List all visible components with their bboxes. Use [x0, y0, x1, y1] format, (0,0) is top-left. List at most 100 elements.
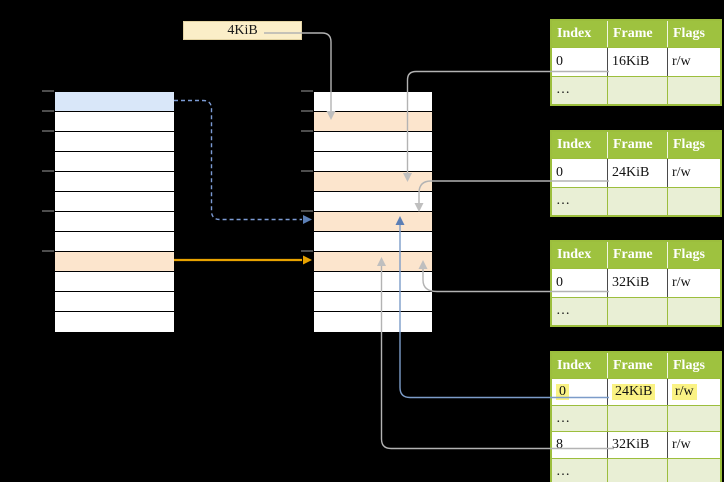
- middle-memory-column-row-4-white: [314, 152, 432, 172]
- middle-memory-column-row-6-white: [314, 192, 432, 212]
- page-table-4-row-2: …: [552, 404, 720, 432]
- page-table-2-cell-r2c2: [608, 187, 668, 215]
- left-memory-column-row-12-white: [55, 312, 174, 332]
- page-table-4-cell-r4c1: …: [552, 459, 608, 482]
- page-table-3-cell-r1c3: r/w: [668, 269, 720, 297]
- page-table-3-header-flags: Flags: [673, 247, 705, 262]
- page-table-4-value-r1c3: r/w: [672, 383, 697, 400]
- page-table-3-value-r1c3: r/w: [672, 274, 691, 290]
- left-memory-column-row-10-white: [55, 272, 174, 292]
- page-table-4-header-flags: Flags: [673, 357, 705, 373]
- page-table-2-row-1: 0 24KiB r/w: [552, 158, 720, 187]
- left-memory-column: [54, 91, 175, 333]
- page-table-4-row-4: …: [552, 458, 720, 482]
- page-table-4-cell-r2c1: …: [552, 405, 608, 432]
- middle-memory-column-tick: [301, 210, 313, 212]
- page-table-1-cell-r1c1: 0: [552, 48, 608, 76]
- page-table-2-row-2: …: [552, 186, 720, 216]
- middle-memory-column-row-9-peach: [314, 252, 432, 272]
- page-table-4-cell-r4c3: [668, 459, 720, 482]
- page-table-4-header-index: Index: [552, 353, 608, 378]
- page-table-4-value-r3c2: 32KiB: [612, 437, 650, 453]
- page-table-2-header-index: Index: [552, 132, 608, 158]
- orange-left-row9-to-mid-row9-arrowhead-icon: [303, 255, 312, 265]
- middle-memory-column-row-7-peach: [314, 212, 432, 232]
- left-memory-column-tick: [42, 250, 54, 252]
- left-memory-column-row-2-white: [55, 112, 174, 132]
- page-table-3-cell-r2c3: [668, 298, 720, 326]
- left-memory-column-tick: [42, 110, 54, 112]
- page-table-3-cell-r2c2: [608, 297, 668, 325]
- page-table-4-cell-r1c2: 24KiB: [608, 379, 668, 405]
- page-table-1-cell-r2c3: [668, 77, 720, 105]
- page-table-3-header-frame: Frame: [608, 242, 668, 268]
- left-memory-column-tick: [42, 170, 54, 172]
- left-memory-column-tick: [42, 90, 54, 92]
- page-table-2-value-r1c3: r/w: [672, 164, 691, 180]
- page-table-2-value-r1c2: 24KiB: [612, 164, 650, 180]
- middle-memory-column-tick: [301, 130, 313, 132]
- page-table-4-cell-r2c3: [668, 406, 720, 432]
- page-table-1-cell-r2c2: [608, 76, 668, 104]
- page-table-1-cell-r2c1: …: [552, 76, 608, 104]
- page-table-4-value-r1c1: 0: [556, 383, 569, 400]
- page-table-1-value-r1c3: r/w: [672, 53, 691, 69]
- left-memory-column-row-9-peach: [55, 252, 174, 272]
- page-table-2-cell-r2c3: [668, 188, 720, 216]
- middle-memory-column-row-8-white: [314, 232, 432, 252]
- page-table-3-value-r2c1: …: [556, 303, 570, 319]
- page-table-2-value-r1c1: 0: [556, 164, 563, 180]
- left-memory-column-row-1-blue: [55, 92, 174, 112]
- page-table-3-cell-r2c1: …: [552, 297, 608, 325]
- left-memory-column-row-3-white: [55, 132, 174, 152]
- page-table-4-value-r4c1: …: [556, 463, 570, 479]
- page-table-2-cell-r1c1: 0: [552, 159, 608, 187]
- page-size-label: 4KiB: [183, 21, 302, 40]
- page-table-2-value-r2c1: …: [556, 193, 570, 209]
- page-table-1-row-2: …: [552, 75, 720, 105]
- page-table-1-value-r2c1: …: [556, 82, 570, 98]
- left-memory-column-row-5-white: [55, 172, 174, 192]
- left-memory-column-row-7-white: [55, 212, 174, 232]
- left-memory-column-tick: [42, 130, 54, 132]
- middle-memory-column-row-3-white: [314, 132, 432, 152]
- page-table-4-cell-r4c2: [608, 459, 668, 482]
- page-table-3-cell-r1c1: 0: [552, 269, 608, 297]
- page-table-1-header-flags: Flags: [673, 26, 705, 41]
- page-table-4-cell-r2c2: [608, 405, 668, 432]
- page-table-1-cell-r1c3: r/w: [668, 48, 720, 76]
- left-memory-column-tick: [42, 210, 54, 212]
- middle-memory-column-row-1-white: [314, 92, 432, 112]
- middle-memory-column-row-5-peach: [314, 172, 432, 192]
- middle-memory-column-row-2-peach: [314, 112, 432, 132]
- blue-dashed-left-row1-to-mid-row7-arrowhead-icon: [303, 215, 312, 224]
- middle-memory-column-tick: [301, 90, 313, 92]
- page-size-label-text: 4KiB: [227, 22, 258, 38]
- middle-memory-column-tick: [301, 250, 313, 252]
- page-table-1-value-r1c2: 16KiB: [612, 53, 650, 69]
- page-table-3-value-r1c2: 32KiB: [612, 274, 650, 290]
- page-table-2-cell-r1c3: r/w: [668, 159, 720, 187]
- page-table-2-cell-r1c2: 24KiB: [608, 159, 668, 187]
- left-memory-column-row-4-white: [55, 152, 174, 172]
- middle-memory-column-row-12-white: [314, 312, 432, 332]
- middle-memory-column-tick: [301, 170, 313, 172]
- page-table-1-header-frame: Frame: [608, 21, 668, 47]
- page-table-4-cell-r1c1: 0: [552, 379, 608, 405]
- page-table-1-cell-r1c2: 16KiB: [608, 48, 668, 76]
- page-table-2-header-frame: Frame: [608, 132, 668, 158]
- page-table-4-cell-r1c3: r/w: [668, 379, 720, 405]
- page-table-3-header-index: Index: [552, 242, 608, 268]
- page-table-2-cell-r2c1: …: [552, 187, 608, 215]
